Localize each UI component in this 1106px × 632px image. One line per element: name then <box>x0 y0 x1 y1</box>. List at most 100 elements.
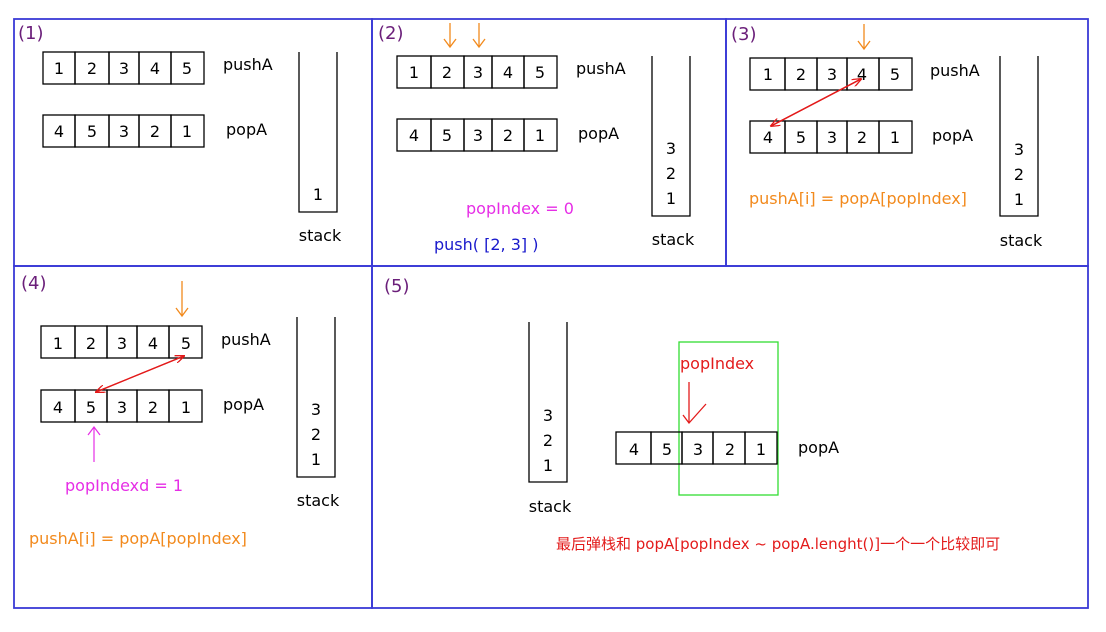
pointer-arrow <box>472 23 486 49</box>
panel-5: 3 2 1 stack popIndex 4 5 3 2 1 popA <box>528 322 1000 553</box>
array-cell <box>878 120 913 154</box>
popA-label: popA <box>798 438 839 457</box>
array-value: 4 <box>857 65 867 84</box>
array-value: 5 <box>181 334 191 353</box>
array-value: 1 <box>890 128 900 147</box>
array-cell <box>168 389 203 423</box>
popA-label: popA <box>578 124 619 143</box>
array-value: 5 <box>442 126 452 145</box>
pushA-label: pushA <box>930 61 980 80</box>
array-value: 4 <box>629 440 639 459</box>
pop-index-arrow <box>87 426 101 462</box>
array-value: 5 <box>86 398 96 417</box>
array-value: 5 <box>890 65 900 84</box>
stack-value: 1 <box>313 185 323 204</box>
pointer-arrow <box>857 24 871 51</box>
panel-1: 1 2 3 4 5 pushA 4 5 3 2 1 popA 1 s <box>42 51 342 245</box>
array-value: 3 <box>117 398 127 417</box>
pop-index-note: popIndex = 0 <box>466 199 574 218</box>
stack-value: 2 <box>543 431 553 450</box>
pushA-array: 1 2 3 4 5 <box>40 325 203 359</box>
array-value: 3 <box>473 63 483 82</box>
highlight-box <box>678 341 779 496</box>
pointer-arrow <box>443 23 457 49</box>
popA-label: popA <box>223 395 264 414</box>
pushA-array: 1 2 3 4 5 <box>42 51 205 85</box>
array-value: 5 <box>535 63 545 82</box>
array-value: 2 <box>857 128 867 147</box>
final-note: 最后弹栈和 popA[popIndex ~ popA.lenght()]一个一个… <box>556 535 1000 553</box>
stack-value: 3 <box>543 406 553 425</box>
array-value: 1 <box>409 63 419 82</box>
array-value: 5 <box>662 440 672 459</box>
array-value: 3 <box>827 65 837 84</box>
array-value: 4 <box>409 126 419 145</box>
array-value: 1 <box>763 65 773 84</box>
array-value: 1 <box>54 59 64 78</box>
array-value: 1 <box>535 126 545 145</box>
array-value: 5 <box>796 128 806 147</box>
array-value: 2 <box>442 63 452 82</box>
stack-value: 3 <box>311 400 321 419</box>
array-value: 4 <box>148 334 158 353</box>
array-value: 4 <box>503 63 513 82</box>
push-note: push( [2, 3] ) <box>434 235 538 254</box>
stack-container <box>298 52 338 213</box>
array-value: 2 <box>148 398 158 417</box>
panel-borders <box>13 18 1089 609</box>
stack-value: 1 <box>543 456 553 475</box>
array-value: 4 <box>763 128 773 147</box>
stack-label: stack <box>652 230 695 249</box>
array-value: 1 <box>53 334 63 353</box>
popA-array: 4 5 3 2 1 <box>42 114 205 148</box>
array-value: 4 <box>150 59 160 78</box>
array-value: 3 <box>117 334 127 353</box>
pop-index-pointer-label: popIndex <box>680 354 754 373</box>
array-cell <box>878 57 913 91</box>
stack-label: stack <box>297 491 340 510</box>
panel-1-label: (1) <box>18 23 44 44</box>
panel-5-border <box>371 265 1089 609</box>
stack-value: 2 <box>311 425 321 444</box>
pushA-array: 1 2 3 4 5 <box>396 55 558 89</box>
array-value: 3 <box>119 59 129 78</box>
panel-3-label: (3) <box>731 24 757 45</box>
array-value: 4 <box>53 398 63 417</box>
stack-container <box>651 56 691 217</box>
stack-container <box>528 322 568 483</box>
pushA-label: pushA <box>576 59 626 78</box>
array-value: 5 <box>87 122 97 141</box>
pop-index-arrow <box>682 382 707 425</box>
pointer-arrow <box>175 281 189 318</box>
popA-array: 4 5 3 2 1 <box>40 389 203 423</box>
stack-value: 2 <box>1014 165 1024 184</box>
array-value: 1 <box>756 440 766 459</box>
array-value: 2 <box>87 59 97 78</box>
panel-4-label: (4) <box>21 273 47 294</box>
array-value: 3 <box>693 440 703 459</box>
stack-container <box>999 56 1039 217</box>
pushA-label: pushA <box>223 55 273 74</box>
pushA-array: 1 2 3 4 5 <box>749 57 913 91</box>
array-value: 2 <box>86 334 96 353</box>
array-value: 2 <box>725 440 735 459</box>
panel-2: 1 2 3 4 5 pushA 4 5 3 2 1 popA <box>396 23 695 254</box>
popA-label: popA <box>226 120 267 139</box>
popA-array: 4 5 3 2 1 <box>615 431 778 465</box>
array-cell <box>523 55 558 89</box>
pop-index-note: popIndexd = 1 <box>65 476 183 495</box>
array-value: 4 <box>54 122 64 141</box>
compare-note: pushA[i] = popA[popIndex] <box>29 529 247 548</box>
array-value: 2 <box>503 126 513 145</box>
array-cell <box>523 118 558 152</box>
stack-value: 1 <box>1014 190 1024 209</box>
panel-2-label: (2) <box>378 23 404 44</box>
pushA-label: pushA <box>221 330 271 349</box>
stack-container <box>296 317 336 478</box>
stack-value: 1 <box>311 450 321 469</box>
match-arrow <box>771 79 861 126</box>
array-cell <box>744 431 778 465</box>
match-arrow <box>96 356 184 392</box>
stack-label: stack <box>299 226 342 245</box>
